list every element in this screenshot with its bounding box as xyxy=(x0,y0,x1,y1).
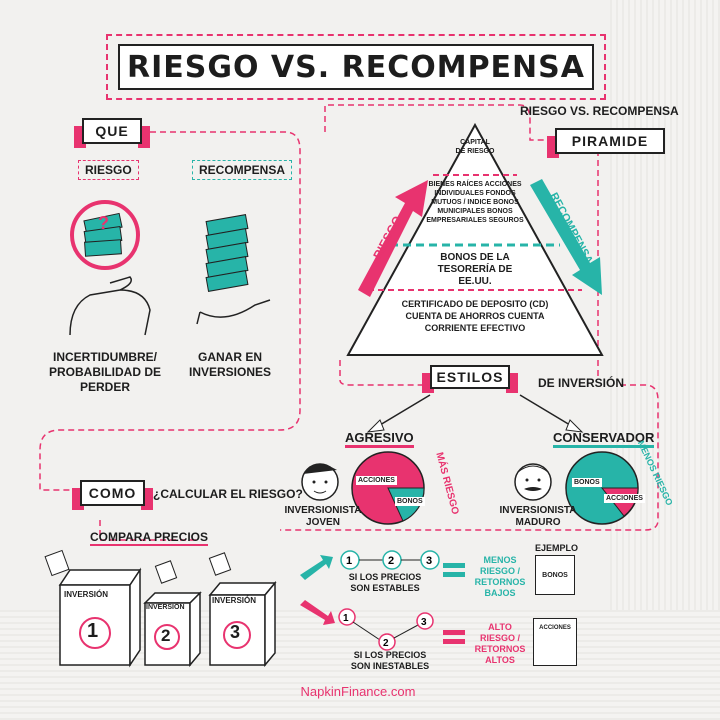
ejemplo-label: EJEMPLO xyxy=(535,543,579,553)
estables-caption: SI LOS PRECIOS SON ESTABLES xyxy=(348,572,422,593)
ejemplo-bonos-box: BONOS xyxy=(535,555,575,595)
estilos-subtitle: DE INVERSIÓN xyxy=(538,376,625,390)
agresivo-bonos-label: BONOS xyxy=(395,497,425,506)
recompensa-down-arrow: RECOMPENSA xyxy=(530,179,602,295)
ejemplo-acciones-box: ACCIONES xyxy=(533,618,577,666)
conservador-bonos-label: BONOS xyxy=(572,478,602,487)
young-investor-face xyxy=(301,463,339,501)
page-title: RIESGO VS. RECOMPENSA xyxy=(118,44,594,90)
conservador-label: CONSERVADOR xyxy=(553,430,655,448)
inversion-box-1-label: INVERSIÓN xyxy=(64,590,109,599)
svg-text:3: 3 xyxy=(426,555,432,567)
napkin-texture-right xyxy=(610,0,720,720)
alto-riesgo-retornos: ALTO RIESGO / RETORNOS ALTOS xyxy=(474,622,526,665)
que-banner: QUE xyxy=(74,118,150,148)
riesgo-label: RIESGO xyxy=(78,160,139,180)
equals-signs xyxy=(443,563,465,644)
recompensa-caption: GANAR EN INVERSIONES xyxy=(188,350,272,379)
svg-text:?: ? xyxy=(98,213,109,233)
menos-riesgo-retornos: MENOS RIESGO / RETORNOS BAJOS xyxy=(474,555,526,598)
footer-url[interactable]: NapkinFinance.com xyxy=(300,684,416,699)
pyramid xyxy=(346,122,604,356)
svg-text:1: 1 xyxy=(343,613,349,624)
pyramid-tier-4: CERTIFICADO DE DEPOSITO (CD) CUENTA DE A… xyxy=(401,299,549,333)
inversion-box-1-number: 1 xyxy=(87,620,99,642)
inversion-box-3-number: 3 xyxy=(230,622,241,642)
recompensa-label: RECOMPENSA xyxy=(192,160,293,180)
pyramid-tier-1: CAPITAL DE RIESGO xyxy=(455,139,495,155)
conservador-acciones-label: ACCIONES xyxy=(604,494,645,503)
reward-illustration xyxy=(196,214,271,325)
svg-text:3: 3 xyxy=(421,617,427,628)
como-question: ¿CALCULAR EL RIESGO? xyxy=(153,487,303,501)
mature-investor-caption: INVERSIONISTA MADURO xyxy=(499,505,577,528)
agresivo-label: AGRESIVO xyxy=(345,430,414,448)
inversion-box-3-label: INVERSIÓN xyxy=(212,596,257,605)
svg-text:2: 2 xyxy=(383,638,389,649)
title-dashed-frame xyxy=(106,34,606,100)
ballot-boxes xyxy=(44,549,277,668)
inversion-box-2-number: 2 xyxy=(161,626,171,645)
agresivo-acciones-label: ACCIONES xyxy=(356,476,397,485)
pyramid-tier-2: BIENES RAÍCES ACCIONES INDIVIDUALES FOND… xyxy=(426,181,524,224)
svg-text:1: 1 xyxy=(346,555,352,567)
riesgo-caption: INCERTIDUMBRE/ PROBABILIDAD DE PERDER xyxy=(48,350,161,394)
estilos-arrows xyxy=(366,394,584,433)
svg-text:2: 2 xyxy=(388,555,394,567)
inversion-box-2-label: INVERSIÓN xyxy=(146,604,185,611)
estilos-banner: ESTILOS xyxy=(422,365,518,393)
compara-precios-label: COMPARA PRECIOS xyxy=(90,530,209,546)
mature-investor-face xyxy=(514,463,552,501)
riesgo-up-arrow: RIESGO xyxy=(358,180,428,297)
price-trend-diagrams: 1 2 3 1 2 3 xyxy=(300,550,440,651)
risk-illustration: ? xyxy=(69,200,151,336)
young-investor-caption: INVERSIONISTA JOVEN xyxy=(284,505,362,528)
como-banner: COMO xyxy=(72,480,153,510)
inestables-caption: SI LOS PRECIOS SON INESTABLES xyxy=(350,650,430,671)
pyramid-tier-3: BONOS DE LA TESORERÍA DE EE.UU. xyxy=(437,252,513,287)
piramide-heading: RIESGO VS. RECOMPENSA xyxy=(520,104,679,118)
